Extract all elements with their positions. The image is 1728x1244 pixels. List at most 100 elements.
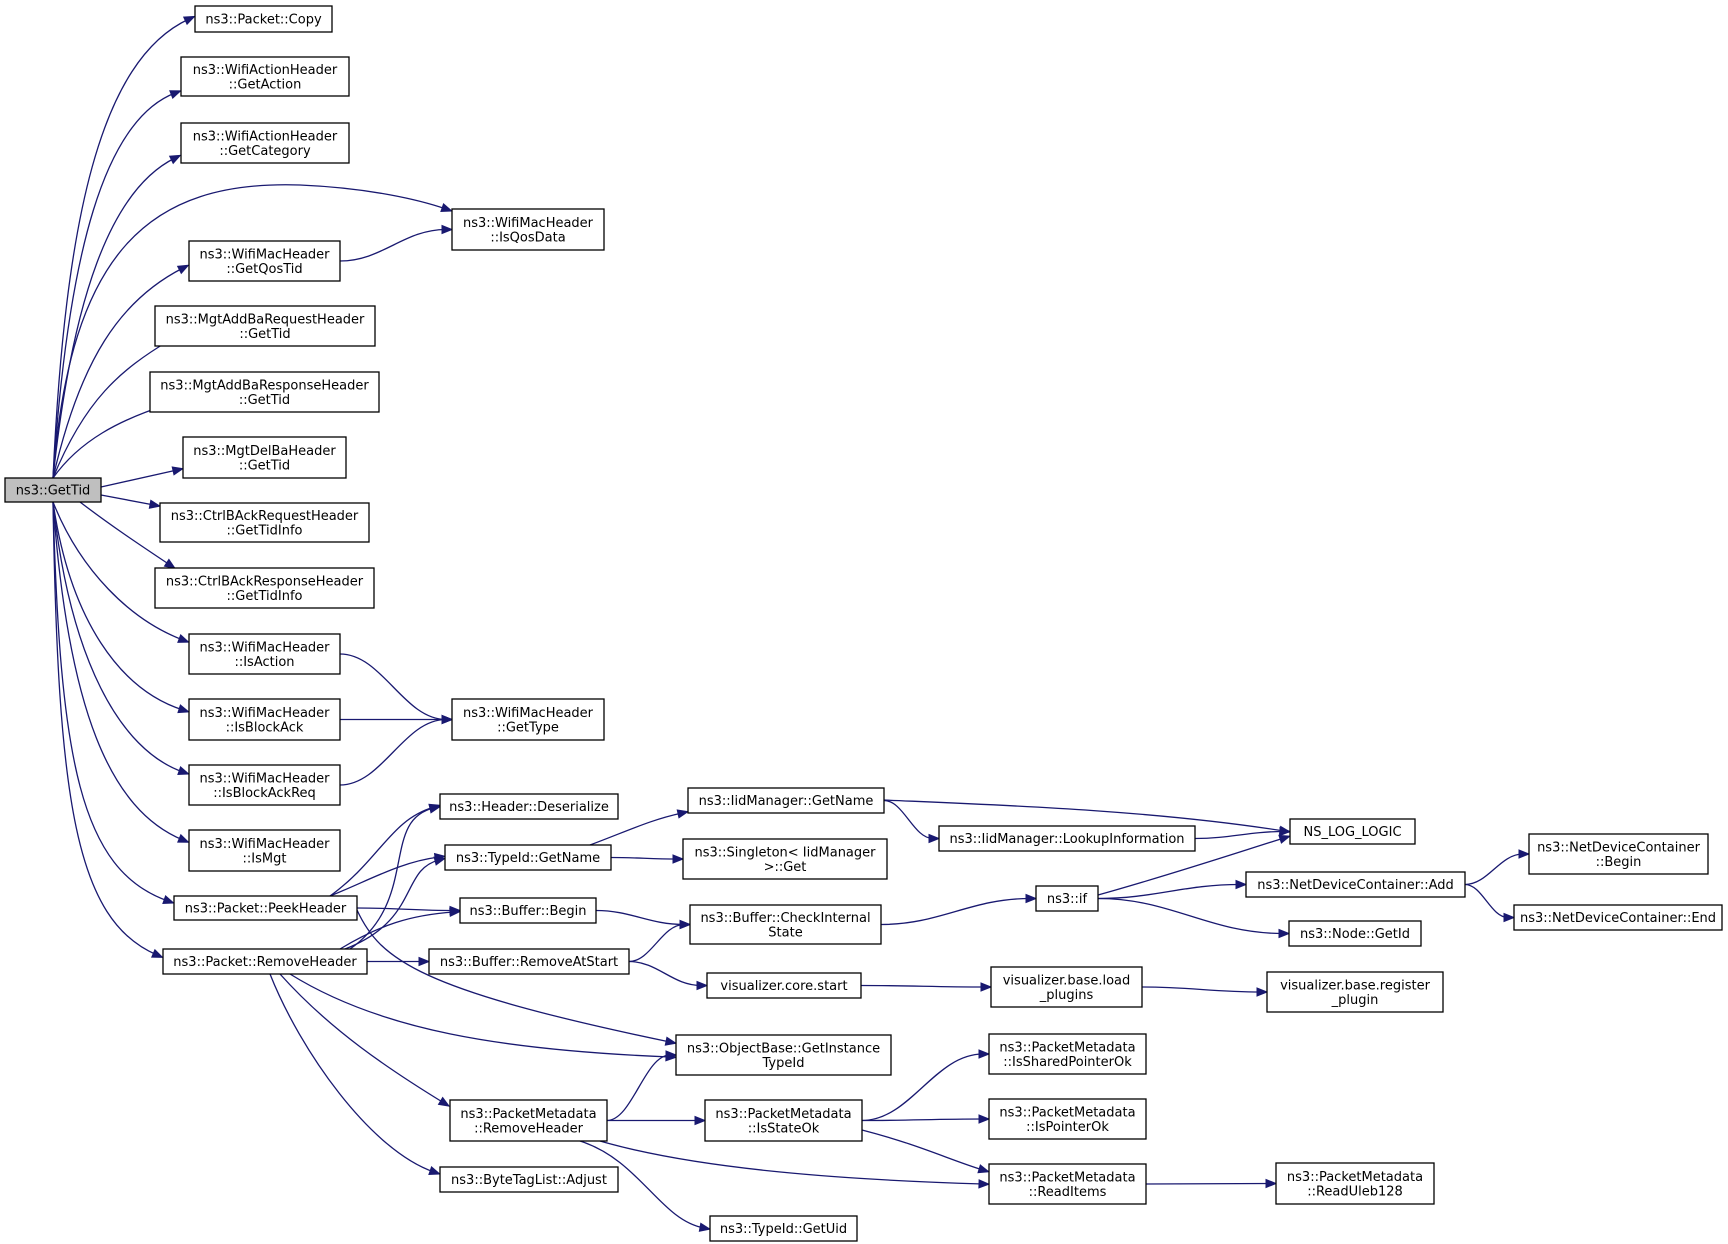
node-typeidgetname[interactable]: ns3::TypeId::GetName bbox=[444, 844, 612, 871]
node-vizload[interactable]: visualizer.base.load_plugins bbox=[990, 966, 1143, 1008]
node-label: ::GetTid bbox=[239, 393, 290, 408]
node-label: ns3::NetDeviceContainer bbox=[1537, 840, 1701, 855]
node-ctrlreq[interactable]: ns3::CtrlBAckRequestHeader::GetTidInfo bbox=[159, 502, 370, 543]
node-isptrok[interactable]: ns3::PacketMetadata::IsPointerOk bbox=[988, 1098, 1147, 1140]
node-label: ns3::WifiMacHeader bbox=[199, 771, 330, 786]
edge-pmremoveheader-to-isstateok bbox=[607, 1115, 707, 1126]
node-label: ns3::PacketMetadata bbox=[715, 1107, 851, 1122]
node-copy[interactable]: ns3::Packet::Copy bbox=[194, 5, 333, 33]
node-getaction[interactable]: ns3::WifiActionHeader::GetAction bbox=[180, 56, 350, 97]
edge-gettid-to-ctrlreq bbox=[100, 494, 162, 509]
node-box bbox=[1035, 885, 1099, 912]
node-label: ::RemoveHeader bbox=[474, 1121, 584, 1136]
node-deserialize[interactable]: ns3::Header::Deserialize bbox=[439, 793, 619, 820]
node-addbareq[interactable]: ns3::MgtAddBaRequestHeader::GetTid bbox=[154, 305, 376, 347]
node-label: ::GetAction bbox=[229, 77, 302, 92]
node-issharedptr[interactable]: ns3::PacketMetadata::IsSharedPointerOk bbox=[988, 1033, 1147, 1075]
edge-pmremoveheader-to-getinstancetypeid bbox=[606, 1050, 678, 1122]
arrowhead bbox=[672, 854, 685, 864]
node-isblockack[interactable]: ns3::WifiMacHeader::IsBlockAck bbox=[188, 698, 341, 741]
node-nslog[interactable]: NS_LOG_LOGIC bbox=[1289, 818, 1416, 845]
node-getqostid[interactable]: ns3::WifiMacHeader::GetQosTid bbox=[188, 240, 341, 282]
node-ismgt[interactable]: ns3::WifiMacHeader::IsMgt bbox=[188, 829, 341, 872]
node-label: visualizer.core.start bbox=[720, 979, 847, 994]
node-label: ns3::WifiMacHeader bbox=[199, 640, 330, 655]
node-label: ns3::Header::Deserialize bbox=[449, 800, 609, 815]
node-removeheader[interactable]: ns3::Packet::RemoveHeader bbox=[162, 948, 368, 975]
edge-line bbox=[599, 1140, 984, 1185]
node-label: ns3::WifiActionHeader bbox=[193, 63, 338, 78]
node-label: ns3::TypeId::GetName bbox=[456, 851, 600, 866]
node-if[interactable]: ns3::if bbox=[1035, 885, 1099, 912]
node-singleton[interactable]: ns3::Singleton< IidManager >::Get bbox=[682, 838, 888, 880]
edge-line bbox=[52, 157, 176, 479]
node-lookupinfo[interactable]: ns3::IidManager::LookupInformation bbox=[938, 825, 1196, 852]
edge-removeheader-to-typeidgetname bbox=[344, 856, 447, 950]
node-gettype[interactable]: ns3::WifiMacHeader::GetType bbox=[451, 698, 605, 741]
node-box bbox=[938, 825, 1196, 852]
edge-line bbox=[329, 856, 440, 897]
edge-line bbox=[610, 856, 678, 860]
node-box bbox=[180, 122, 350, 164]
node-ctrlresp[interactable]: ns3::CtrlBAckResponseHeader::GetTidInfo bbox=[154, 567, 375, 609]
edge-layer bbox=[52, 15, 1531, 1232]
arrowhead bbox=[418, 956, 431, 967]
node-ndcadd[interactable]: ns3::NetDeviceContainer::Add bbox=[1245, 871, 1466, 898]
node-box bbox=[159, 502, 370, 543]
arrowhead bbox=[928, 833, 941, 844]
node-box bbox=[459, 897, 597, 924]
node-box bbox=[682, 838, 888, 880]
edge-line bbox=[1097, 837, 1285, 896]
edge-line bbox=[1141, 986, 1262, 993]
node-iidgetname[interactable]: ns3::IidManager::GetName bbox=[687, 787, 885, 814]
node-gettuid[interactable]: ns3::TypeId::GetUid bbox=[709, 1215, 858, 1242]
node-box bbox=[1528, 833, 1709, 875]
node-readitems[interactable]: ns3::PacketMetadata::ReadItems bbox=[988, 1163, 1147, 1205]
node-isblockackreq[interactable]: ns3::WifiMacHeader::IsBlockAckReq bbox=[188, 764, 341, 806]
node-label: ns3::CtrlBAckResponseHeader bbox=[166, 574, 364, 589]
node-readuleb[interactable]: ns3::PacketMetadata::ReadUleb128 bbox=[1275, 1162, 1435, 1205]
edge-line bbox=[589, 812, 683, 846]
edge-line bbox=[52, 184, 447, 479]
edge-if-to-nslog bbox=[1097, 834, 1292, 896]
node-vizregister[interactable]: visualizer.base.register_plugin bbox=[1266, 971, 1444, 1013]
edge-line bbox=[883, 799, 934, 840]
arrowhead bbox=[441, 714, 454, 725]
node-pmremoveheader[interactable]: ns3::PacketMetadata::RemoveHeader bbox=[449, 1099, 608, 1142]
node-nodegetid[interactable]: ns3::Node::GetId bbox=[1288, 920, 1422, 947]
node-addbaresp[interactable]: ns3::MgtAddBaResponseHeader::GetTid bbox=[149, 371, 380, 413]
node-bufbegin[interactable]: ns3::Buffer::Begin bbox=[459, 897, 597, 924]
edge-line bbox=[595, 909, 685, 926]
node-gettid[interactable]: ns3::GetTid bbox=[4, 477, 102, 503]
edge-line bbox=[1145, 1182, 1271, 1185]
node-peekheader[interactable]: ns3::Packet::PeekHeader bbox=[173, 895, 358, 921]
edge-removeheader-to-removeatstart bbox=[366, 956, 431, 967]
arrowhead bbox=[148, 499, 162, 509]
node-vizstart[interactable]: visualizer.core.start bbox=[706, 972, 862, 999]
node-label: ns3::Packet::RemoveHeader bbox=[173, 955, 357, 970]
node-label: ns3::PacketMetadata bbox=[1287, 1170, 1423, 1185]
arrowhead bbox=[1503, 912, 1516, 923]
node-isstateok[interactable]: ns3::PacketMetadata::IsStateOk bbox=[704, 1099, 863, 1142]
node-delba[interactable]: ns3::MgtDelBaHeader::GetTid bbox=[182, 436, 347, 479]
node-label: ::Begin bbox=[1596, 855, 1642, 870]
node-isqosdata[interactable]: ns3::WifiMacHeader::IsQosData bbox=[451, 208, 605, 251]
edge-line bbox=[52, 92, 176, 479]
arrowhead bbox=[168, 154, 182, 165]
node-label: ns3::PacketMetadata bbox=[999, 1040, 1135, 1055]
node-getcategory[interactable]: ns3::WifiActionHeader::GetCategory bbox=[180, 122, 350, 164]
edge-removeatstart-to-vizstart bbox=[628, 960, 709, 991]
node-label: ns3::NetDeviceContainer::Add bbox=[1257, 878, 1454, 893]
edge-gettid-to-getcategory bbox=[52, 154, 182, 479]
node-bytetagadjust[interactable]: ns3::ByteTagList::Adjust bbox=[439, 1166, 619, 1193]
edge-line bbox=[1194, 830, 1285, 840]
node-isaction[interactable]: ns3::WifiMacHeader::IsAction bbox=[188, 633, 341, 675]
node-box bbox=[1513, 904, 1723, 931]
node-removeatstart[interactable]: ns3::Buffer::RemoveAtStart bbox=[428, 948, 630, 975]
node-ndcend[interactable]: ns3::NetDeviceContainer::End bbox=[1513, 904, 1723, 931]
edge-isstateok-to-isptrok bbox=[861, 1114, 991, 1124]
node-ndcbegin[interactable]: ns3::NetDeviceContainer::Begin bbox=[1528, 833, 1709, 875]
edge-line bbox=[100, 494, 155, 506]
